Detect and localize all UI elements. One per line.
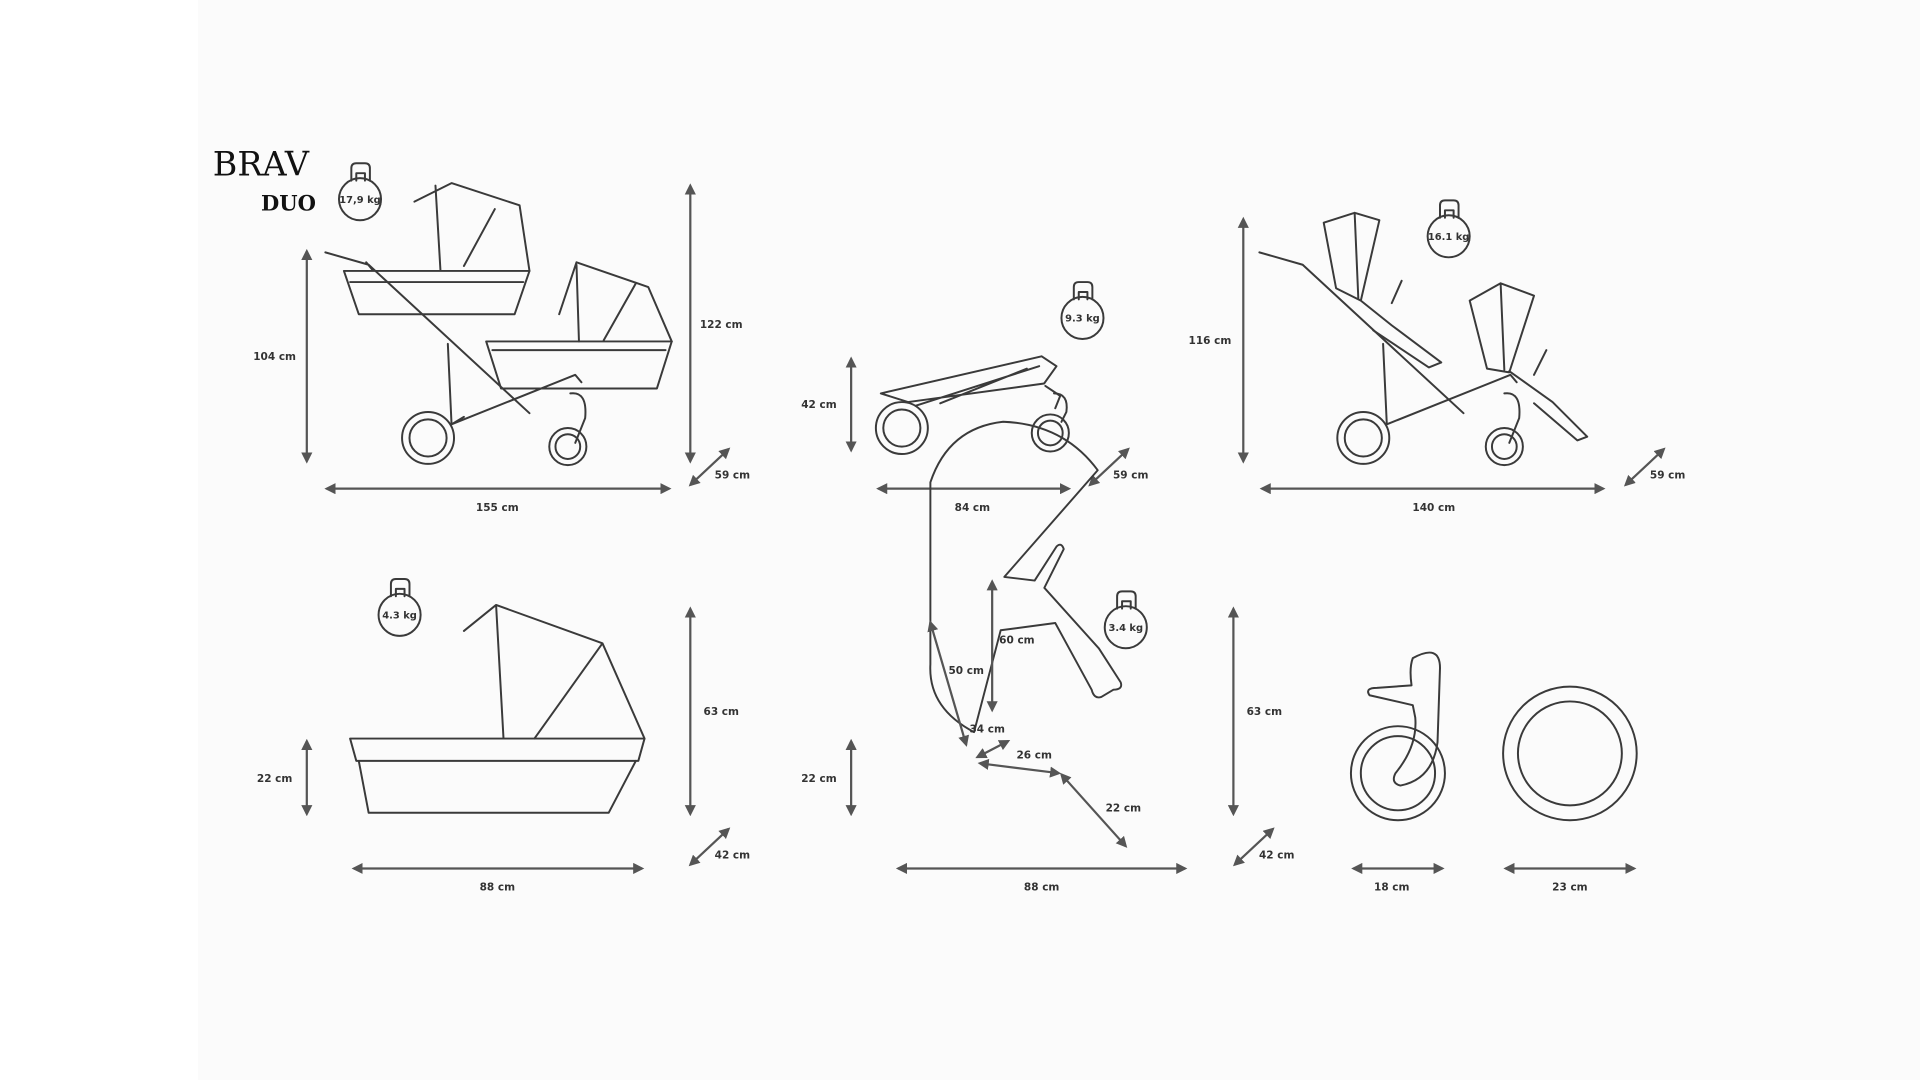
backrest-length-arrow [927, 620, 970, 747]
stroller-seats-drawing [1258, 211, 1589, 467]
dimension-label: 63 cm [704, 706, 739, 718]
dimension-label: 18 cm [1374, 882, 1409, 894]
carrycot-drawing [349, 603, 646, 814]
dimension-label: 34 cm [969, 723, 1004, 735]
dimension-label: 22 cm [801, 773, 836, 785]
weight-label: 17,9 kg [339, 195, 380, 206]
view-seat-unit: 3.4 kg 60 cm 50 cm 34 cm 26 cm 22 cm 22 … [801, 420, 1294, 894]
dimension-label: 104 cm [253, 351, 296, 363]
footrest-arrow [1059, 772, 1128, 848]
weight-label: 9.3 kg [1065, 314, 1100, 325]
dimension-label: 50 cm [948, 665, 983, 677]
dimension-label: 22 cm [1106, 803, 1141, 815]
seat-unit-drawing [929, 420, 1123, 734]
stroller-drawing [324, 182, 673, 467]
dimension-label: 140 cm [1412, 502, 1455, 514]
dimension-label: 59 cm [1113, 470, 1148, 482]
dimension-label: 42 cm [801, 399, 836, 411]
dimension-label: 84 cm [955, 502, 990, 514]
weight-icon [1426, 199, 1471, 259]
weight-label: 4.3 kg [382, 611, 417, 622]
dimension-label: 42 cm [715, 850, 750, 862]
width-arrow [688, 827, 731, 867]
weight-label: 16.1 kg [1428, 232, 1469, 243]
dimension-label: 59 cm [1650, 470, 1685, 482]
dimension-label: 88 cm [480, 882, 515, 894]
width-arrow [1623, 447, 1666, 487]
view-double-stroller-carrycots: 17,9 kg 104 cm 122 cm 59 cm 155 cm [253, 162, 750, 514]
brand-model: DUO [261, 190, 316, 215]
rear-wheel-drawing [1502, 685, 1638, 822]
dimension-label: 116 cm [1189, 335, 1232, 347]
view-double-stroller-seats: 16.1 kg 116 cm 140 cm 59 cm [1189, 199, 1685, 514]
dimension-label: 63 cm [1247, 706, 1282, 718]
seat-depth-upper-arrow [975, 740, 1011, 759]
view-carrycot: 4.3 kg 22 cm 63 cm 42 cm 88 cm [257, 577, 750, 894]
brand-name: BRAV [213, 145, 310, 184]
width-arrow [1233, 827, 1275, 867]
weight-icon [337, 162, 383, 222]
weight-icon [377, 577, 422, 637]
width-arrow [688, 447, 731, 487]
view-front-wheel: 18 cm [1349, 651, 1446, 894]
seat-depth-arrow [977, 758, 1062, 778]
dimension-label: 88 cm [1024, 882, 1059, 894]
folded-frame-drawing [874, 355, 1070, 456]
left-margin [0, 0, 198, 1080]
dimension-label: 59 cm [715, 470, 750, 482]
weight-icon [1103, 590, 1148, 650]
dimension-label: 22 cm [257, 773, 292, 785]
dimension-label: 60 cm [999, 634, 1034, 646]
weight-label: 3.4 kg [1108, 623, 1143, 634]
weight-icon [1060, 281, 1105, 340]
brand-logo: BRAV DUO [213, 145, 316, 216]
dimension-label: 122 cm [700, 319, 743, 331]
view-rear-wheel: 23 cm [1502, 685, 1638, 894]
dimension-label: 42 cm [1259, 850, 1294, 862]
dimension-label: 23 cm [1552, 882, 1587, 894]
dimension-label: 26 cm [1017, 749, 1052, 761]
width-arrow [1088, 447, 1130, 487]
front-wheel-drawing [1349, 651, 1446, 822]
dimension-label: 155 cm [476, 502, 519, 514]
view-folded-frame: 9.3 kg 42 cm 84 cm 59 cm [801, 281, 1148, 514]
